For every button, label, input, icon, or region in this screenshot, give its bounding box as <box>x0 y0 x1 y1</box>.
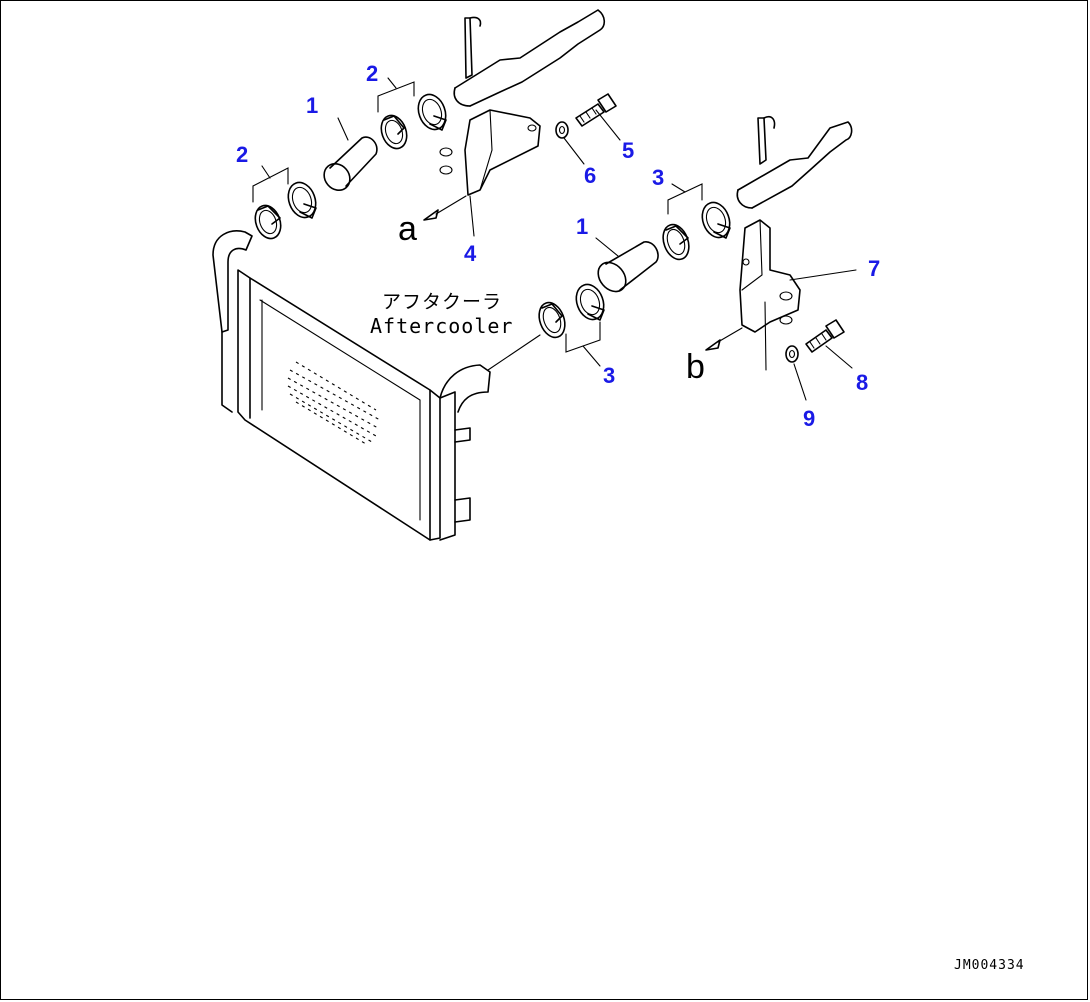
hose-1-lower <box>597 241 659 293</box>
grille-hatching <box>287 361 381 445</box>
callout-3-lower: 3 <box>603 363 615 388</box>
aftercooler-core <box>212 230 491 541</box>
bracket-7 <box>739 219 801 333</box>
bolt-5 <box>575 93 617 127</box>
aftercooler-label-en: Aftercooler <box>370 314 513 338</box>
view-a-label: a <box>398 210 417 248</box>
callout-2-right: 2 <box>366 61 378 86</box>
callout-8: 8 <box>856 370 868 395</box>
washer-9 <box>785 345 799 363</box>
bracket-4 <box>439 109 541 196</box>
callout-1-lower: 1 <box>576 214 588 239</box>
clamp-set-3-lower <box>538 283 605 339</box>
view-b-label: b <box>686 348 705 386</box>
callout-4: 4 <box>464 241 477 266</box>
drawing-id: JM004334 <box>954 958 1025 973</box>
leader-lines <box>252 77 857 401</box>
washer-6 <box>555 121 569 139</box>
clamp-set-3-upper <box>662 201 731 261</box>
callout-7: 7 <box>868 256 880 281</box>
callout-3-upper: 3 <box>652 165 664 190</box>
callout-2-left: 2 <box>236 142 248 167</box>
clamp-set-2-left <box>254 181 317 240</box>
bolt-8 <box>805 319 845 353</box>
aftercooler-label-jp: アフタクーラ <box>382 291 502 313</box>
hose-1-upper <box>323 136 378 192</box>
clamp-set-2-right <box>380 93 447 150</box>
callout-5: 5 <box>622 138 634 163</box>
upper-pipe-left <box>453 9 606 107</box>
callout-1-upper: 1 <box>306 93 318 118</box>
callout-6: 6 <box>584 163 596 188</box>
upper-pipe-right <box>736 115 853 209</box>
callout-9: 9 <box>803 406 815 431</box>
